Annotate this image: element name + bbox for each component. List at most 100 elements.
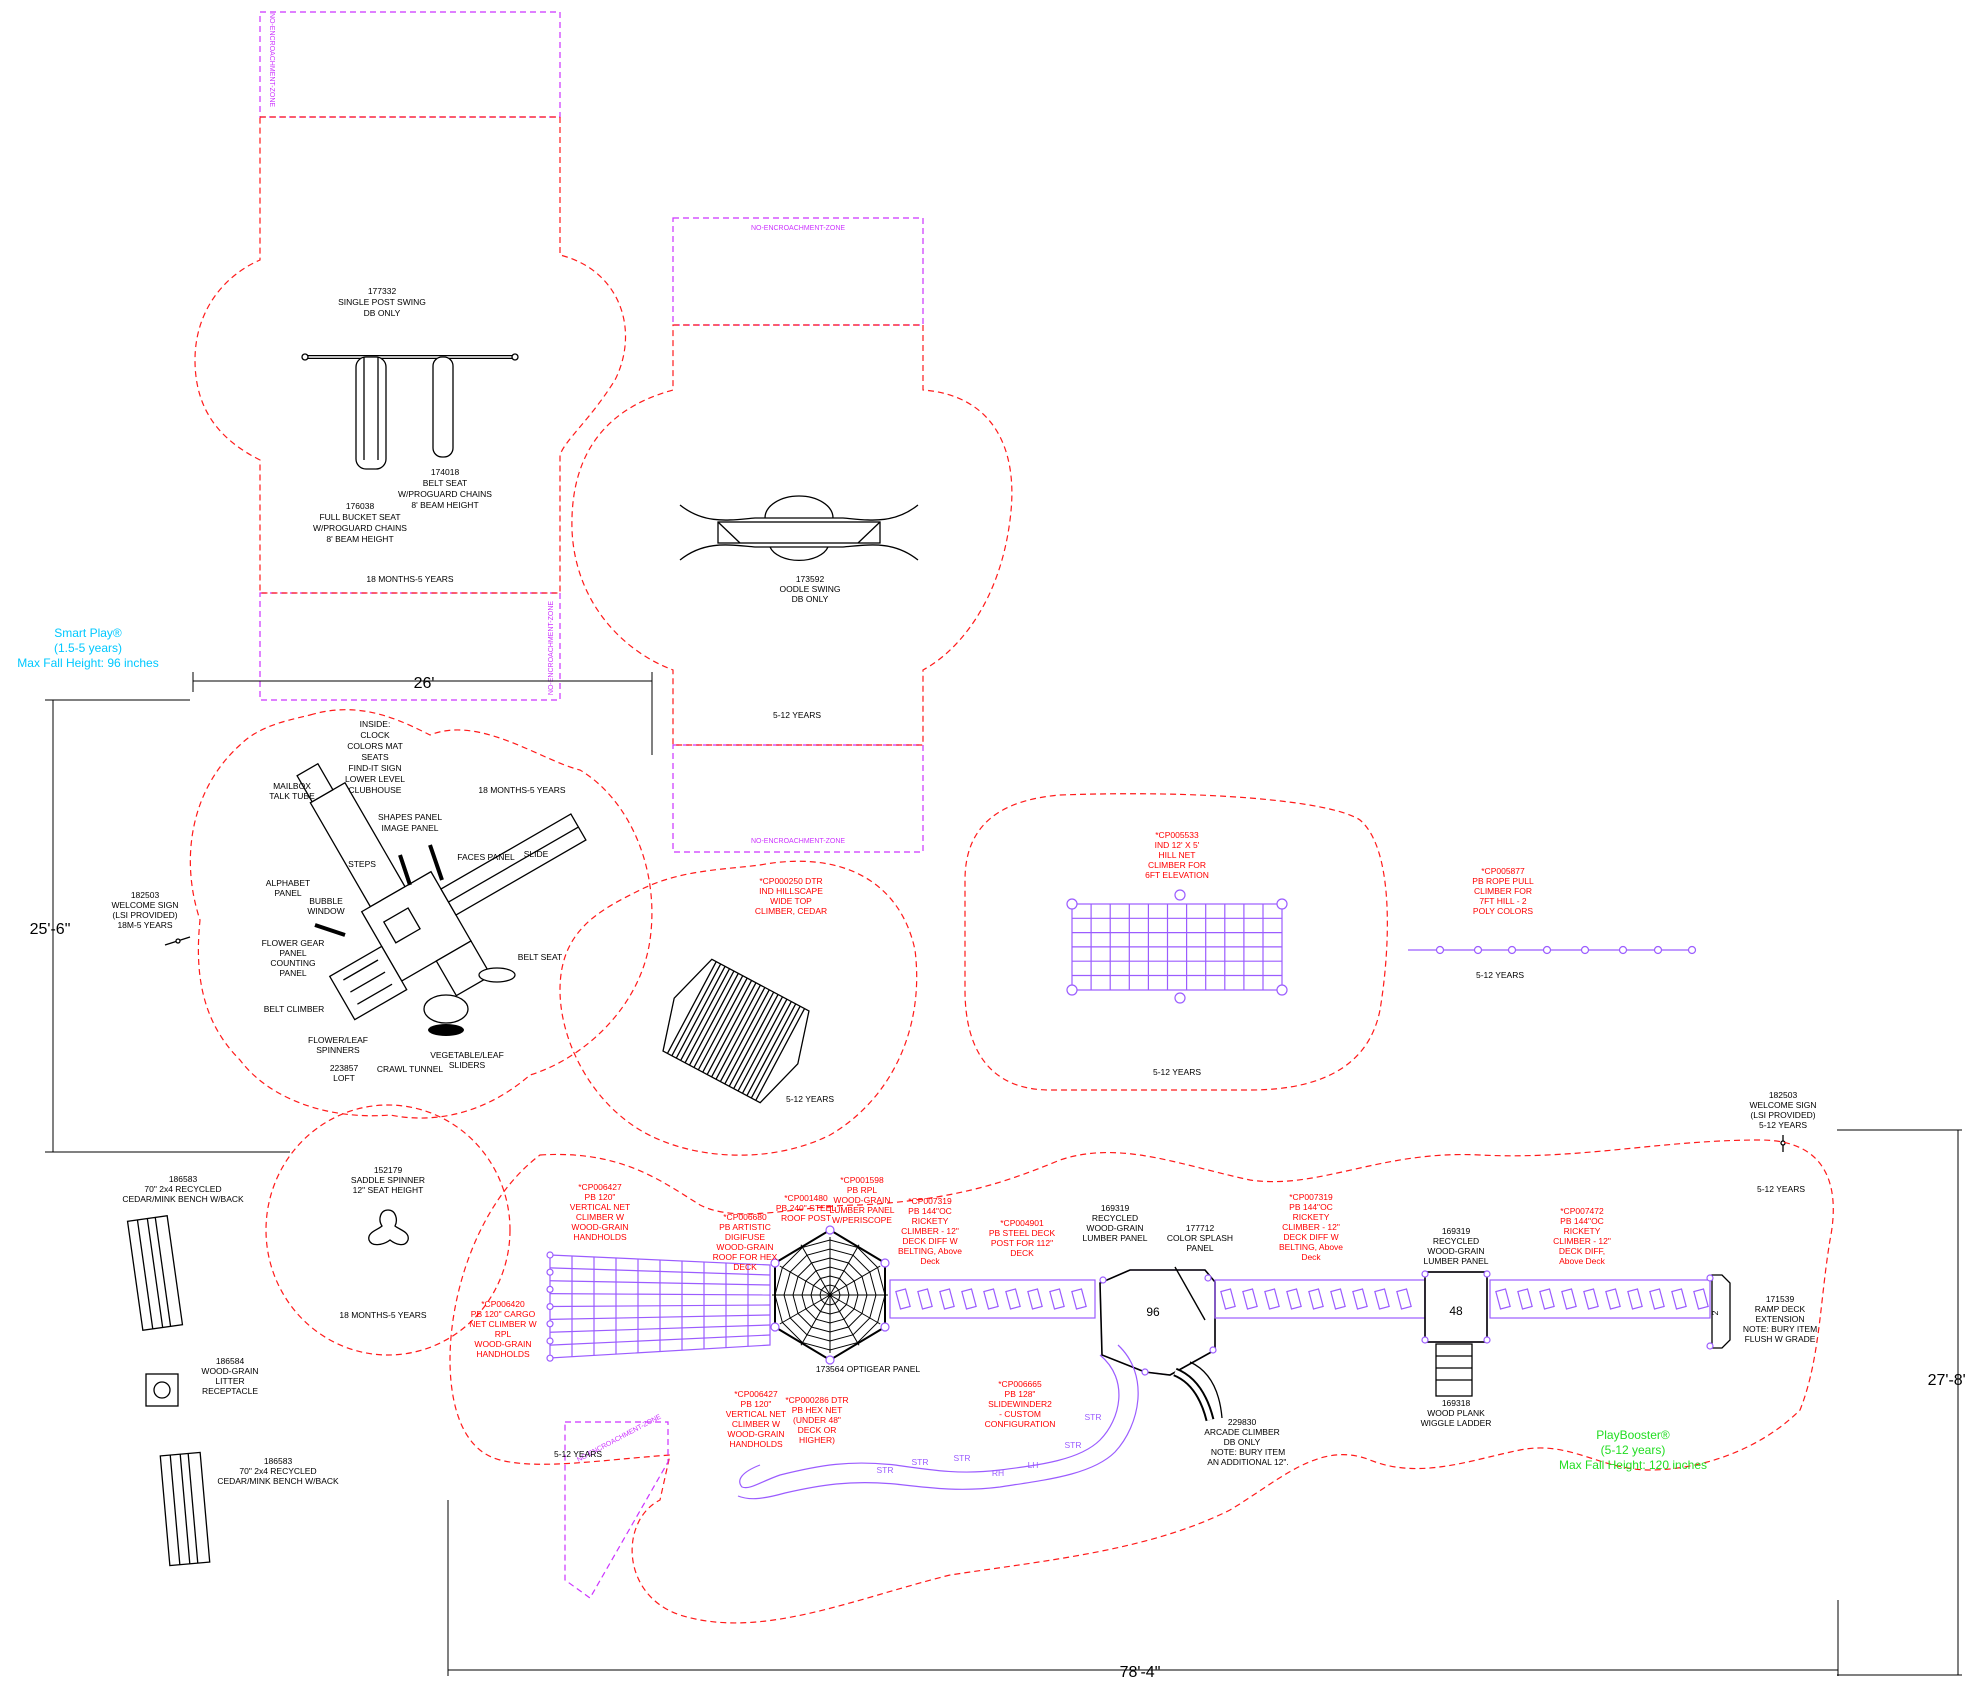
single-post-swing-icon: [301, 353, 519, 470]
ch-colors: COLORS MAT: [347, 741, 403, 751]
cp001598-2: WOOD-GRAIN: [833, 1195, 890, 1205]
p169319b-3: LUMBER PANEL: [1423, 1256, 1488, 1266]
bench1-icon: [126, 1215, 184, 1331]
dim-left-height: 25'-6": [30, 921, 71, 938]
cp006427b-2: VERTICAL NET: [726, 1409, 786, 1419]
litter-receptacle: 186584 WOOD-GRAIN LITTER RECEPTACLE: [145, 1356, 259, 1407]
saddle-height: 12" SEAT HEIGHT: [353, 1185, 424, 1195]
clubhouse-age: 18 MONTHS-5 YEARS: [478, 785, 566, 795]
clubhouse-labels: INSIDE: CLOCK COLORS MAT SEATS FIND-IT S…: [262, 719, 566, 1083]
hillnet-code: *CP005533: [1155, 830, 1199, 840]
saddle-name: SADDLE SPINNER: [351, 1175, 425, 1185]
saddle-age: 18 MONTHS-5 YEARS: [339, 1310, 427, 1320]
cp007472-3: CLIMBER - 12": [1553, 1236, 1611, 1246]
cp007472-4: DECK DIFF,: [1559, 1246, 1605, 1256]
slide-seg-3: LH: [1028, 1460, 1039, 1470]
litter-code: 186584: [216, 1356, 245, 1366]
oodle-name: OODLE SWING: [780, 584, 841, 594]
p177712-1: COLOR SPLASH: [1167, 1233, 1233, 1243]
cp007319a-3: CLIMBER - 12": [901, 1226, 959, 1236]
legend-playbooster: PlayBooster® (5-12 years) Max Fall Heigh…: [1559, 1428, 1707, 1472]
dim-bottom-width: 78'-4": [1120, 1664, 1161, 1681]
ch-mailbox: MAILBOX: [273, 781, 311, 791]
ropepull-for: CLIMBER FOR: [1474, 886, 1532, 896]
dimension-top: 26': [192, 672, 653, 755]
saddle-use-zone: [265, 1104, 511, 1356]
rickety-climber-2-icon: [1214, 1279, 1426, 1319]
ch-loft: LOFT: [333, 1073, 355, 1083]
cp001480-1: PB 240" STEEL: [776, 1203, 836, 1213]
cp006420-1: PB 120" CARGO: [471, 1309, 536, 1319]
p229830-0: 229830: [1228, 1417, 1257, 1427]
slide-seg-6: STR: [912, 1457, 929, 1467]
oodle-swing-icon: [679, 495, 919, 562]
p169318-0: 169318: [1442, 1398, 1471, 1408]
hillscape-code: *CP000250 DTR: [759, 876, 822, 886]
dim-top-width: 26': [414, 675, 435, 692]
playbooster-labels: *CP006427 PB 120" VERTICAL NET CLIMBER W…: [469, 1175, 1817, 1467]
p229830-2: DB ONLY: [1224, 1437, 1261, 1447]
p177712-2: PANEL: [1186, 1243, 1214, 1253]
cp006427b-4: WOOD-GRAIN: [727, 1429, 784, 1439]
ch-talktube: TALK TUBE: [269, 791, 315, 801]
swing1-name: SINGLE POST SWING: [338, 297, 426, 307]
dim-right-height: 27'-8": [1928, 1372, 1966, 1389]
swing1-nez-top-label: NO-ENCROACHMENT-ZONE: [268, 13, 275, 107]
ch-lower: LOWER LEVEL: [345, 774, 405, 784]
p169318-1: WOOD PLANK: [1427, 1408, 1485, 1418]
ch-inside: INSIDE:: [360, 719, 391, 729]
ch-spinners: FLOWER/LEAF: [308, 1035, 368, 1045]
wsr-code: 182503: [1769, 1090, 1798, 1100]
cp006680-4: ROOF FOR HEX: [713, 1252, 778, 1262]
bench1-code: 186583: [169, 1174, 198, 1184]
swing-zone-oodle: NO-ENCROACHMENT-ZONE NO-ENCROACHMENT-ZON…: [571, 217, 1013, 853]
oodle-nez-bottom-label: NO-ENCROACHMENT-ZONE: [751, 838, 845, 845]
cp007472-0: *CP007472: [1560, 1206, 1604, 1216]
swing1-age: 18 MONTHS-5 YEARS: [366, 574, 454, 584]
cp006420-3: RPL: [495, 1329, 512, 1339]
oodle-age: 5-12 YEARS: [773, 710, 821, 720]
p229830-3: NOTE: BURY ITEM: [1211, 1447, 1285, 1457]
dimension-left: 25'-6": [30, 699, 290, 1153]
deck-96-label: 96: [1146, 1305, 1160, 1319]
ch-sliders-2: SLIDERS: [449, 1060, 486, 1070]
ch-belt-climber: BELT CLIMBER: [264, 1004, 325, 1014]
cp006427b-1: PB 120": [741, 1399, 772, 1409]
cp006680-1: PB ARTISTIC: [719, 1222, 771, 1232]
ch-spinners-2: SPINNERS: [316, 1045, 360, 1055]
cp000286-1: PB HEX NET: [792, 1405, 843, 1415]
playbooster-fall: Max Fall Height: 120 inches: [1559, 1458, 1707, 1472]
p169319a-0: 169319: [1101, 1203, 1130, 1213]
cp001598-0: *CP001598: [840, 1175, 884, 1185]
p229830-4: AN ADDITIONAL 12".: [1207, 1457, 1289, 1467]
swing1-use-zone: [194, 116, 627, 594]
dimension-bottom: 78'-4": [447, 1500, 1839, 1681]
ch-clock: CLOCK: [360, 730, 390, 740]
cp001480-2: ROOF POST: [781, 1213, 831, 1223]
cp007472-2: RICKETY: [1564, 1226, 1601, 1236]
cp004901-0: *CP004901: [1000, 1218, 1044, 1228]
p169319b-0: 169319: [1442, 1226, 1471, 1236]
bench-2: 186583 70" 2x4 RECYCLED CEDAR/MINK BENCH…: [159, 1451, 339, 1567]
litter-litter: LITTER: [215, 1376, 244, 1386]
rope-pull-climber: *CP005877 PB ROPE PULL CLIMBER FOR 7FT H…: [1408, 866, 1697, 980]
cp007319a-6: Deck: [920, 1256, 940, 1266]
cp006680-2: DIGIFUSE: [725, 1232, 765, 1242]
cp004901-2: POST FOR 112": [991, 1238, 1053, 1248]
ropepull-hill: 7FT HILL - 2: [1479, 896, 1527, 906]
ch-counting-panel: PANEL: [279, 968, 307, 978]
ch-slide: SLIDE: [524, 849, 549, 859]
bench2-desc: CEDAR/MINK BENCH W/BACK: [217, 1476, 339, 1486]
ch-counting: COUNTING: [270, 958, 315, 968]
ch-flower-gear-panel: PANEL: [279, 948, 307, 958]
cp006420-5: HANDHOLDS: [476, 1349, 530, 1359]
p171539-0: 171539: [1766, 1294, 1795, 1304]
ch-clubhouse: CLUBHOUSE: [349, 785, 402, 795]
oodle-code: 173592: [796, 574, 825, 584]
wsl-code: 182503: [131, 890, 160, 900]
cp006427a-1: PB 120": [585, 1192, 616, 1202]
ch-crawl: CRAWL TUNNEL: [377, 1064, 444, 1074]
smartplay-fall: Max Fall Height: 96 inches: [17, 656, 158, 670]
cp000286-3: DECK OR: [798, 1425, 837, 1435]
